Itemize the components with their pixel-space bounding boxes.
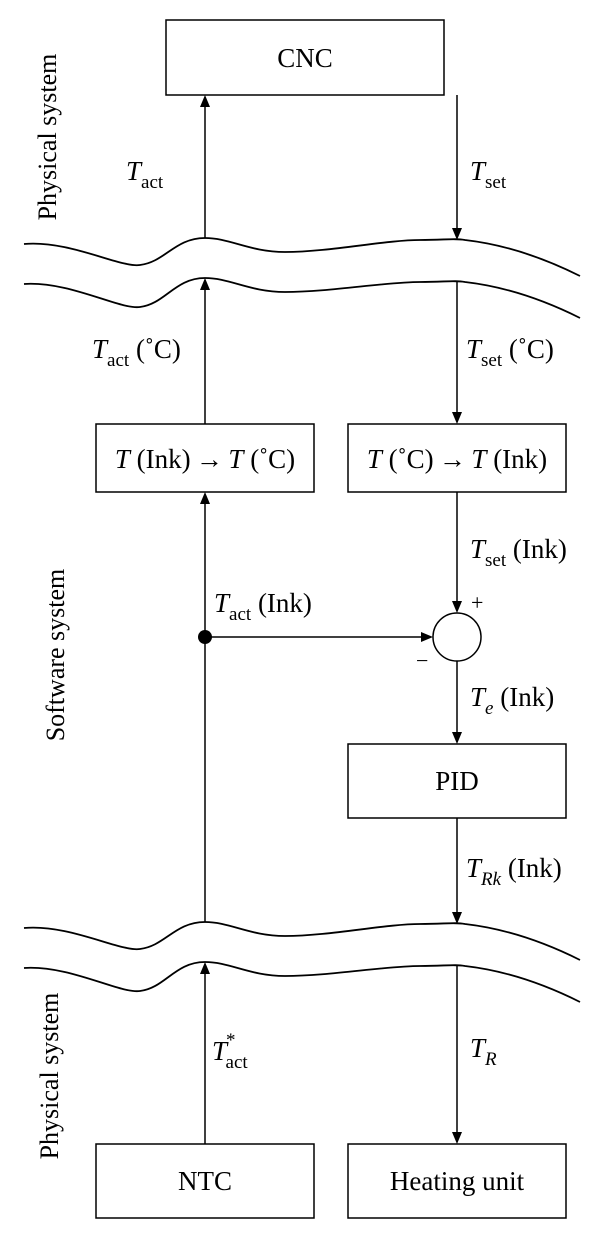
label-t-act-star: T*act	[212, 1030, 248, 1073]
summing-plus-sign: +	[471, 590, 483, 615]
boundary-top	[23, 237, 581, 319]
right-signal-path	[452, 95, 462, 1144]
cnc-label: CNC	[277, 43, 333, 73]
label-t-act-ink: Tact (Ink)	[214, 588, 312, 625]
side-label-bottom: Physical system	[35, 993, 64, 1160]
ink-to-celsius-box: T (Ink) → T (˚C)	[95, 423, 315, 493]
label-t-r: TR	[470, 1033, 497, 1070]
pid-label: PID	[435, 766, 479, 796]
summing-minus-sign: −	[416, 648, 428, 673]
ntc-label: NTC	[178, 1166, 232, 1196]
boundary-bottom	[23, 921, 581, 1003]
heating-unit-label: Heating unit	[390, 1166, 525, 1196]
ink-to-celsius-label: T (Ink) → T (˚C)	[115, 444, 295, 474]
label-t-act-celsius: Tact (˚C)	[92, 334, 181, 371]
side-label-middle: Software system	[41, 569, 70, 742]
ntc-box: NTC	[95, 1143, 315, 1219]
branch-point-dot	[198, 630, 212, 644]
side-label-top: Physical system	[33, 54, 62, 221]
left-signal-path	[200, 95, 210, 1144]
label-t-rk-ink: TRk (Ink)	[466, 853, 562, 890]
heating-unit-box: Heating unit	[347, 1143, 567, 1219]
branch-to-summing	[205, 632, 433, 642]
celsius-to-ink-label: T (˚C) → T (Ink)	[367, 444, 547, 474]
cnc-box: CNC	[165, 19, 445, 96]
label-t-set-ink: Tset (Ink)	[470, 534, 567, 571]
pid-box: PID	[347, 743, 567, 819]
label-t-e-ink: Te (Ink)	[470, 682, 554, 719]
label-t-act: Tact	[126, 156, 164, 193]
label-t-set: Tset	[470, 156, 507, 193]
summing-junction	[432, 612, 482, 662]
celsius-to-ink-box: T (˚C) → T (Ink)	[347, 423, 567, 493]
label-t-set-celsius: Tset (˚C)	[466, 334, 554, 371]
